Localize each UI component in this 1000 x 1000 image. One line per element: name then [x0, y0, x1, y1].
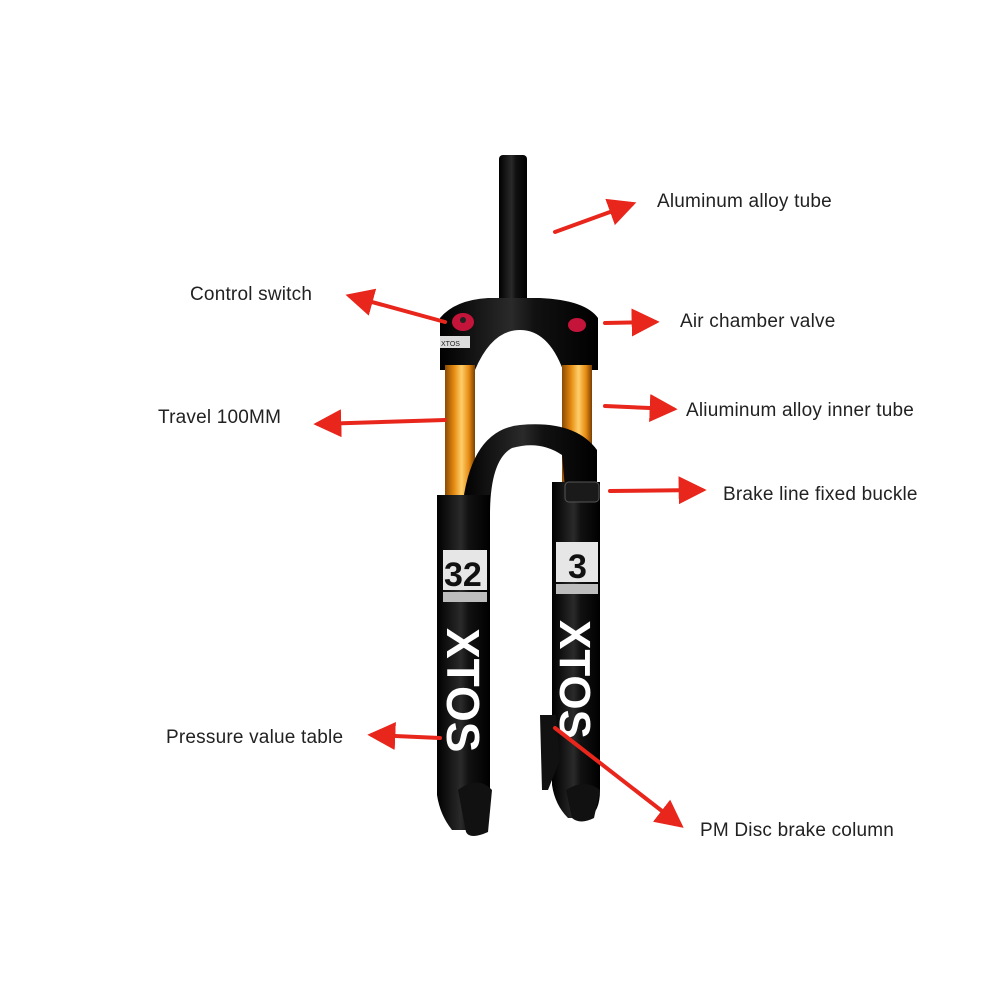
fork-crown — [440, 298, 598, 370]
arrow-control-switch — [345, 288, 447, 324]
label-brake-line-buckle: Brake line fixed buckle — [723, 484, 918, 505]
callout-arrows — [313, 198, 707, 828]
arrow-air-chamber-valve — [603, 308, 660, 337]
right-dropout — [566, 784, 600, 822]
arrow-pm-disc-brake-column — [553, 726, 684, 828]
left-dropout — [458, 782, 492, 836]
fork-arch — [462, 424, 597, 515]
arrow-inner-tube — [603, 393, 678, 422]
crown-logo-strip — [440, 336, 470, 348]
label-travel: Travel 100MM — [158, 407, 282, 428]
steerer-tube — [499, 155, 527, 305]
label-control-switch: Control switch — [190, 284, 313, 305]
label-pressure-value-table: Pressure value table — [166, 727, 344, 748]
right-leg-number: 3 — [568, 548, 587, 586]
pm-disc-mount — [540, 715, 560, 790]
arrow-pressure-value-table — [367, 722, 442, 751]
crown-logo-text: XTOS — [441, 341, 460, 348]
brake-line-buckle — [564, 481, 600, 503]
right-brand-mark: XTOS — [550, 620, 599, 739]
arrow-brake-line-buckle — [608, 476, 707, 505]
left-leg-number: 32 — [444, 556, 482, 594]
air-valve-cap — [568, 318, 586, 332]
label-pm-disc-brake-column: PM Disc brake column — [700, 820, 895, 841]
arrow-aluminum-alloy-tube — [553, 198, 637, 234]
label-inner-tube: Aliuminum alloy inner tube — [686, 400, 915, 421]
arrow-travel — [313, 409, 447, 438]
label-air-chamber-valve: Air chamber valve — [680, 311, 836, 332]
left-brand-mark: XTOS — [437, 628, 489, 752]
label-aluminum-alloy-tube: Aluminum alloy tube — [657, 191, 832, 212]
